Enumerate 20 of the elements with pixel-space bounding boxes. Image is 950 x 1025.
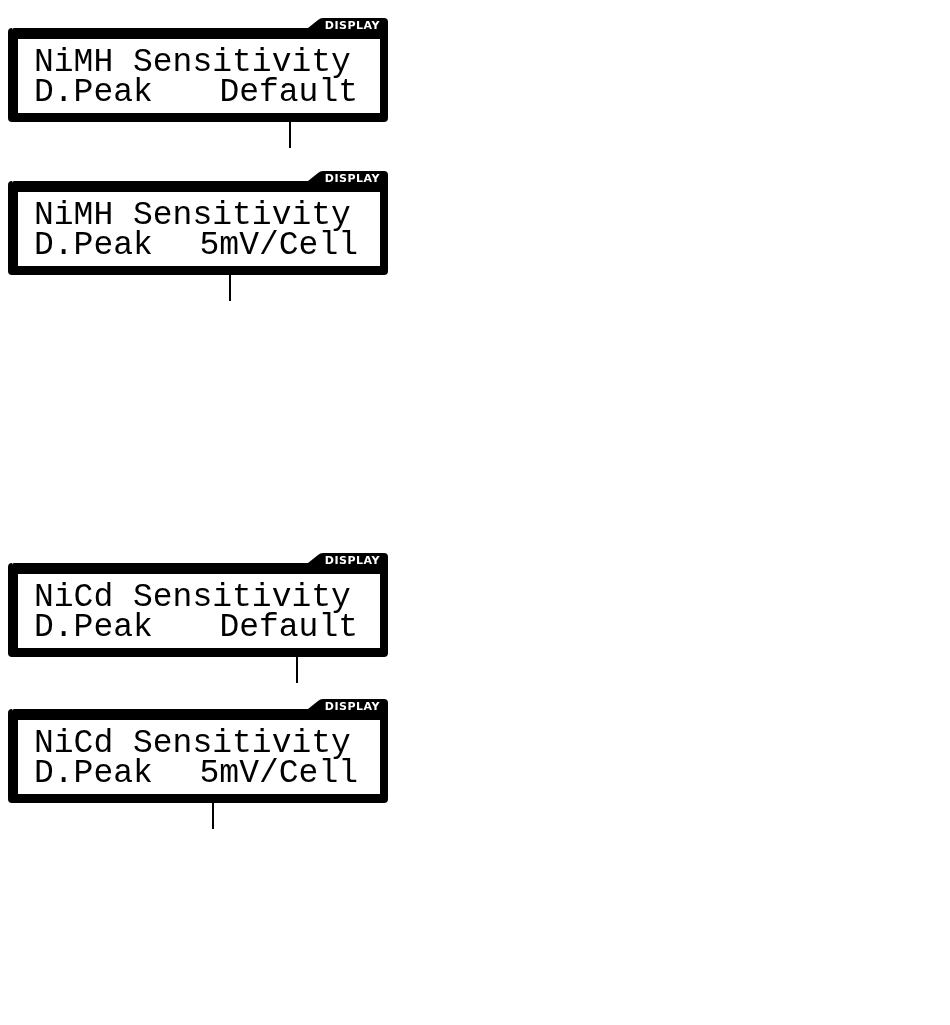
display-text: 5mV/Cell (199, 229, 358, 263)
display-tab-label: DISPLAY (324, 19, 380, 32)
display-text: 5mV/Cell (199, 757, 358, 791)
display-text: Default (219, 76, 358, 110)
lcd-display (8, 171, 388, 275)
display-text: D.Peak (34, 229, 153, 263)
lcd-display (8, 699, 388, 803)
display-text: D.Peak (34, 76, 153, 110)
display-tab-label: DISPLAY (324, 554, 380, 567)
display-text: D.Peak (34, 611, 153, 645)
leader-line (289, 121, 291, 149)
display-tab-label: DISPLAY (324, 700, 380, 713)
leader-line (296, 656, 298, 684)
display-text: D.Peak (34, 757, 153, 791)
display-tab-label: DISPLAY (324, 172, 380, 185)
leader-line (212, 802, 214, 830)
leader-line (229, 274, 231, 302)
lcd-display (8, 553, 388, 657)
lcd-display (8, 18, 388, 122)
display-text: Default (219, 611, 358, 645)
